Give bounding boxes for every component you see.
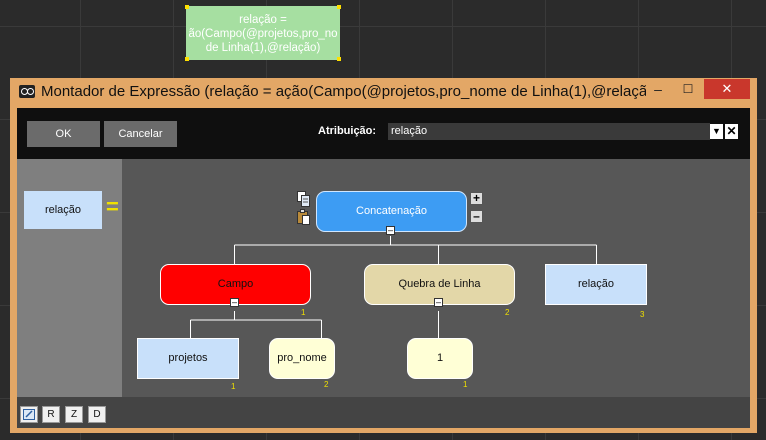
argument-index: 1 (231, 382, 236, 391)
literal-node-pro-nome[interactable]: pro_nome (269, 338, 335, 379)
collapse-concatenacao-button[interactable]: – (386, 225, 395, 235)
toolbar: OK Cancelar Atribuição: relação ▼ ✕ (17, 108, 750, 159)
argument-index: 3 (640, 310, 645, 319)
selection-handle[interactable] (337, 57, 341, 61)
canvas-node-line-3: de Linha(1),@relação) (205, 42, 321, 54)
status-bar: R Z D (17, 397, 750, 428)
function-node-concatenacao[interactable]: Concatenação (316, 191, 467, 232)
canvas-node-line-2: ão(Campo(@projetos,pro_no (188, 28, 338, 40)
remove-argument-button[interactable]: – (470, 210, 483, 223)
edit-mode-icon[interactable] (20, 406, 38, 423)
equals-sign: = (106, 194, 119, 219)
title-bar[interactable]: Montador de Expressão (relação = ação(Ca… (10, 78, 757, 106)
copy-icon[interactable] (297, 191, 310, 207)
paste-icon[interactable] (297, 209, 310, 225)
maximize-button[interactable]: ☐ (682, 82, 694, 96)
variable-node-projetos[interactable]: projetos (137, 338, 239, 379)
d-button[interactable]: D (88, 406, 106, 423)
cancel-button[interactable]: Cancelar (104, 121, 177, 147)
r-button[interactable]: R (42, 406, 60, 423)
variable-node-relacao[interactable]: relação (545, 264, 647, 305)
selection-handle[interactable] (337, 5, 341, 9)
selection-handle[interactable] (185, 57, 189, 61)
close-button[interactable]: ✕ (704, 79, 750, 99)
app-owl-icon (19, 85, 35, 98)
canvas-expression-node[interactable]: relação = ão(Campo(@projetos,pro_no de L… (186, 6, 340, 60)
lhs-variable[interactable]: relação (24, 191, 102, 229)
clear-assignment-button[interactable]: ✕ (725, 124, 738, 139)
window-title: Montador de Expressão (relação = ação(Ca… (41, 83, 646, 100)
lhs-panel: relação = (17, 159, 122, 397)
argument-index: 1 (463, 380, 468, 389)
collapse-quebra-de-linha-button[interactable]: – (434, 297, 443, 307)
argument-index: 2 (324, 380, 329, 389)
ok-button[interactable]: OK (27, 121, 100, 147)
tree-connectors (190, 236, 597, 338)
assignment-select[interactable]: relação (388, 123, 710, 140)
argument-index: 1 (301, 308, 306, 317)
minimize-button[interactable]: – (654, 81, 662, 97)
z-button[interactable]: Z (65, 406, 83, 423)
literal-node-1[interactable]: 1 (407, 338, 473, 379)
expression-builder-window: Montador de Expressão (relação = ação(Ca… (10, 78, 757, 433)
collapse-campo-button[interactable]: – (230, 297, 239, 307)
dropdown-arrow-icon[interactable]: ▼ (710, 124, 723, 139)
add-argument-button[interactable]: + (470, 192, 483, 205)
argument-index: 2 (505, 308, 510, 317)
selection-handle[interactable] (185, 5, 189, 9)
assignment-label: Atribuição: (318, 125, 377, 137)
canvas-node-line-1: relação = (239, 14, 287, 26)
expression-tree-area[interactable]: Concatenação – + – Campo – 1 Quebra de L… (122, 159, 750, 397)
window-content: OK Cancelar Atribuição: relação ▼ ✕ rela… (17, 108, 750, 428)
